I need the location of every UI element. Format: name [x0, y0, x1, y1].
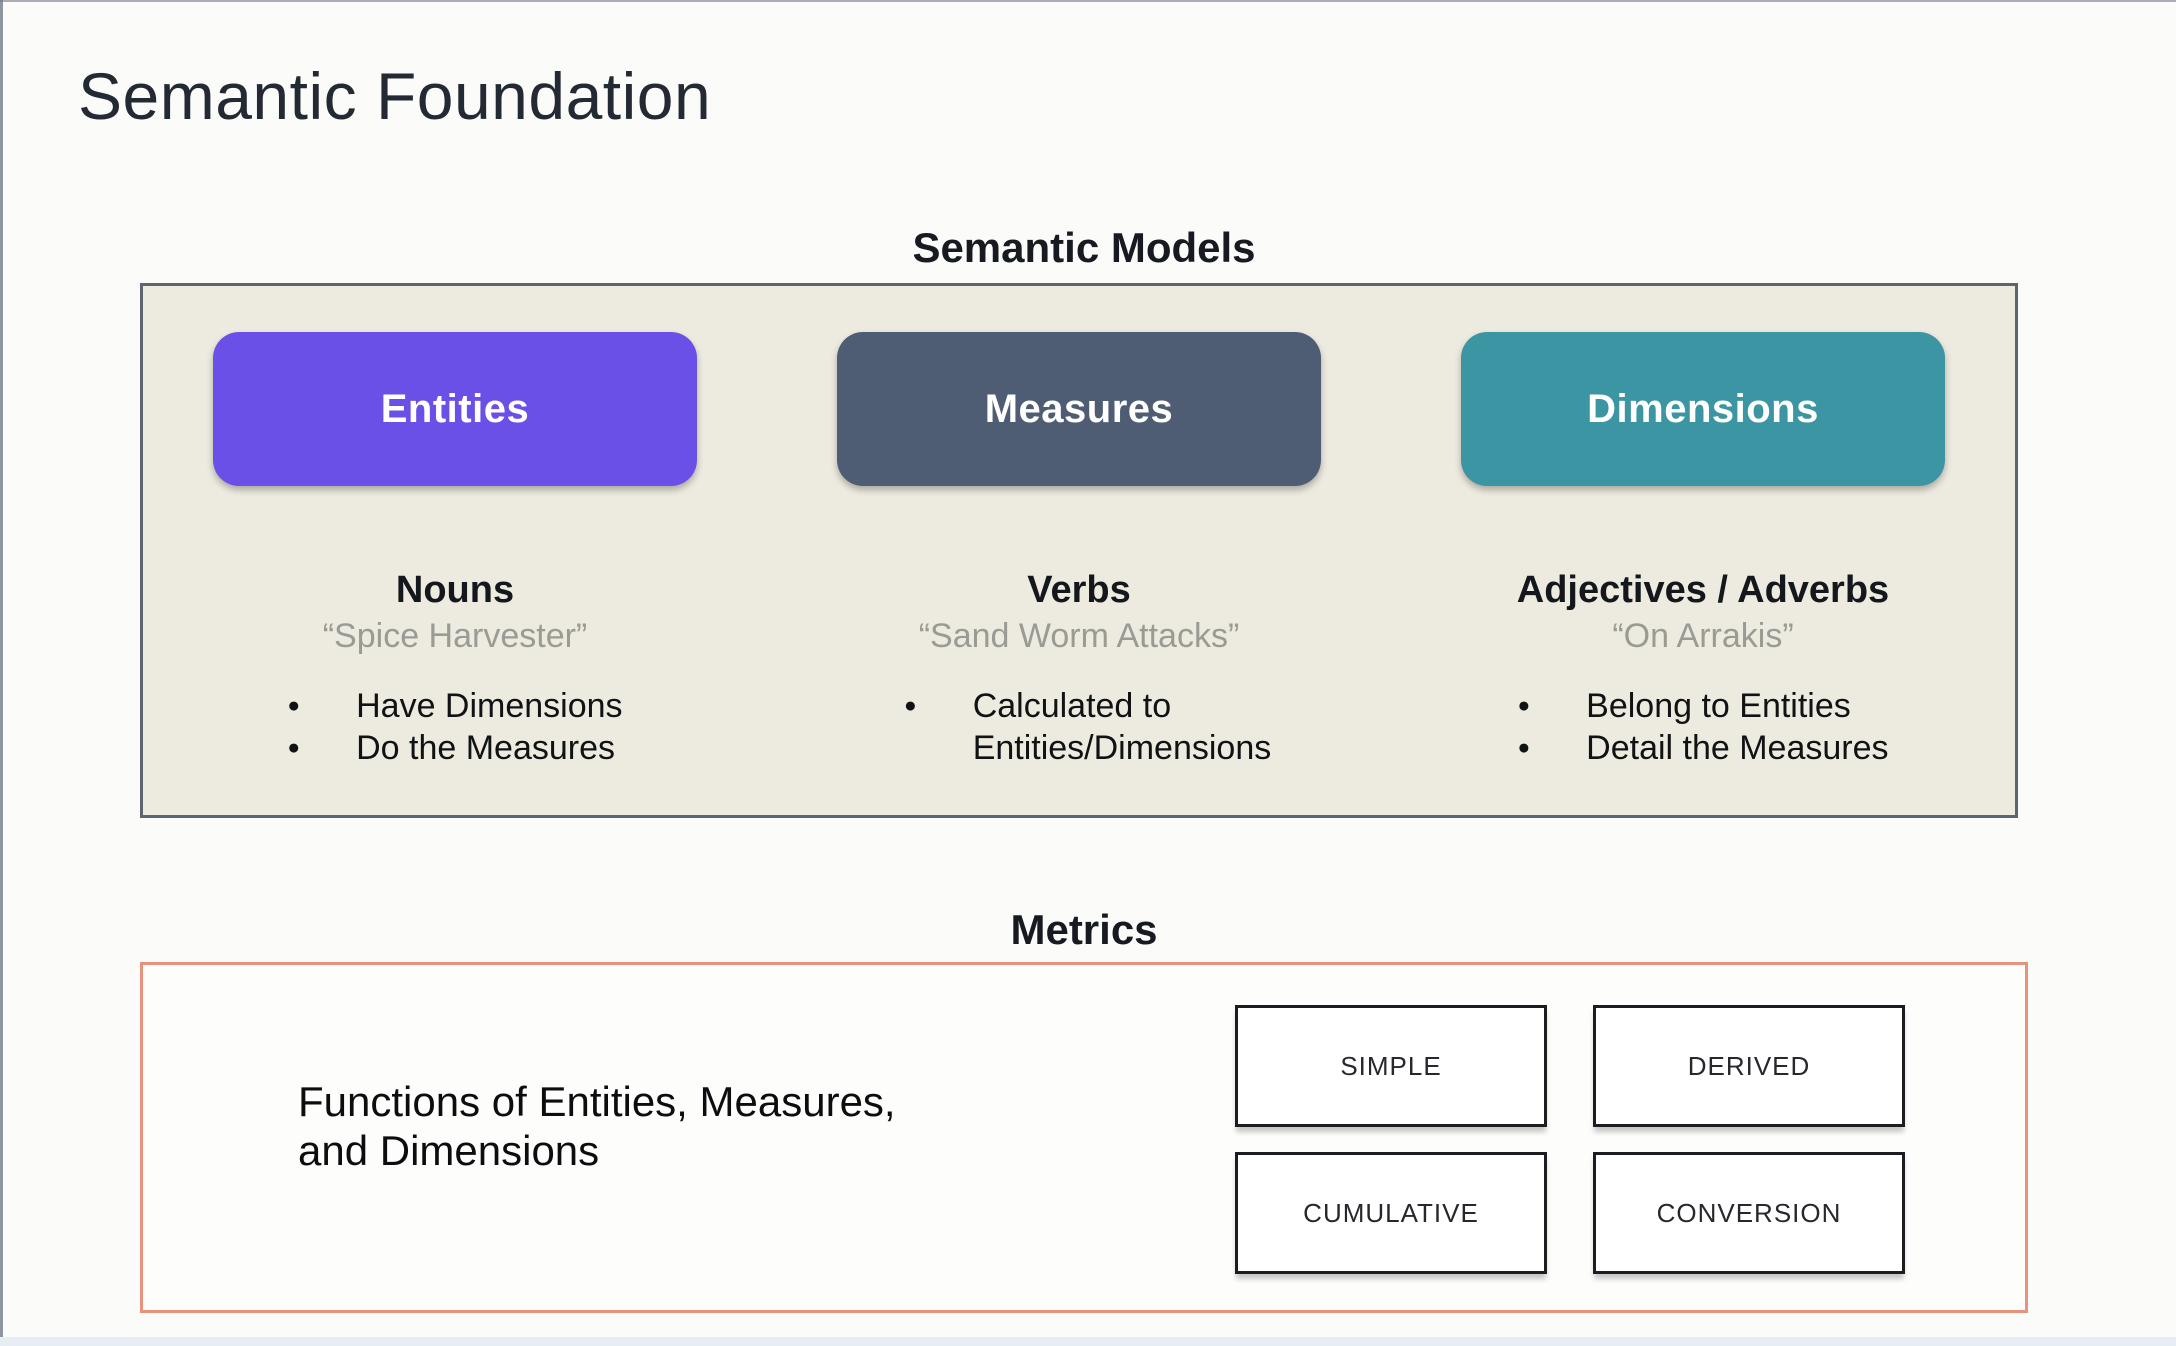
- semantic-models-heading: Semantic Models: [912, 224, 1256, 271]
- bullet-item: Do the Measures: [287, 727, 622, 769]
- dimensions-column: Dimensions Adjectives / Adverbs “On Arra…: [1391, 286, 2015, 815]
- bottom-edge-strip: [0, 1337, 2176, 1346]
- metric-box-cumulative-label: CUMULATIVE: [1303, 1197, 1479, 1228]
- metric-box-derived: DERIVED: [1593, 1005, 1905, 1127]
- window-border-left: [0, 0, 3, 1346]
- entities-column: Entities Nouns “Spice Harvester” Have Di…: [143, 286, 767, 815]
- metric-box-simple-label: SIMPLE: [1340, 1050, 1442, 1081]
- dimensions-example: “On Arrakis”: [1612, 616, 1794, 655]
- window-border-top: [0, 0, 2176, 2]
- entities-pill: Entities: [213, 332, 697, 486]
- bullet-item: Detail the Measures: [1517, 727, 1888, 769]
- metrics-panel: Functions of Entities, Measures, and Dim…: [140, 962, 2028, 1313]
- metric-box-cumulative: CUMULATIVE: [1235, 1152, 1547, 1274]
- measures-column: Measures Verbs “Sand Worm Attacks” Calcu…: [767, 286, 1391, 815]
- metrics-heading: Metrics: [1010, 906, 1158, 953]
- bullet-item: Have Dimensions: [287, 685, 622, 727]
- metrics-description: Functions of Entities, Measures, and Dim…: [298, 1077, 896, 1175]
- dimensions-pill: Dimensions: [1461, 332, 1945, 486]
- dimensions-bullet-list: Belong to Entities Detail the Measures: [1517, 685, 1888, 769]
- measures-example: “Sand Worm Attacks”: [918, 616, 1240, 655]
- entities-example: “Spice Harvester”: [322, 616, 588, 655]
- measures-pill: Measures: [837, 332, 1321, 486]
- metric-box-conversion: CONVERSION: [1593, 1152, 1905, 1274]
- entities-pill-label: Entities: [380, 386, 530, 431]
- metric-box-conversion-label: CONVERSION: [1656, 1197, 1842, 1228]
- measures-pill-label: Measures: [984, 386, 1174, 431]
- metrics-description-line1: Functions of Entities, Measures,: [298, 1078, 896, 1125]
- metric-box-derived-label: DERIVED: [1687, 1050, 1811, 1081]
- entities-role: Nouns: [395, 569, 515, 611]
- dimensions-role: Adjectives / Adverbs: [1516, 569, 1890, 611]
- metric-box-simple: SIMPLE: [1235, 1005, 1547, 1127]
- metric-type-grid: SIMPLE DERIVED CUMULATIVE CONVERSION: [1235, 1005, 1905, 1274]
- measures-bullet-list: Calculated to Entities/Dimensions: [904, 685, 1272, 769]
- dimensions-pill-label: Dimensions: [1587, 386, 1819, 431]
- metrics-description-line2: and Dimensions: [298, 1127, 600, 1175]
- bullet-item: Belong to Entities: [1517, 685, 1888, 727]
- slide-title: Semantic Foundation: [78, 59, 712, 133]
- measures-role: Verbs: [1027, 569, 1131, 611]
- bullet-item: Calculated to Entities/Dimensions: [904, 685, 1272, 769]
- semantic-models-panel: Entities Nouns “Spice Harvester” Have Di…: [140, 283, 2018, 818]
- entities-bullet-list: Have Dimensions Do the Measures: [287, 685, 622, 769]
